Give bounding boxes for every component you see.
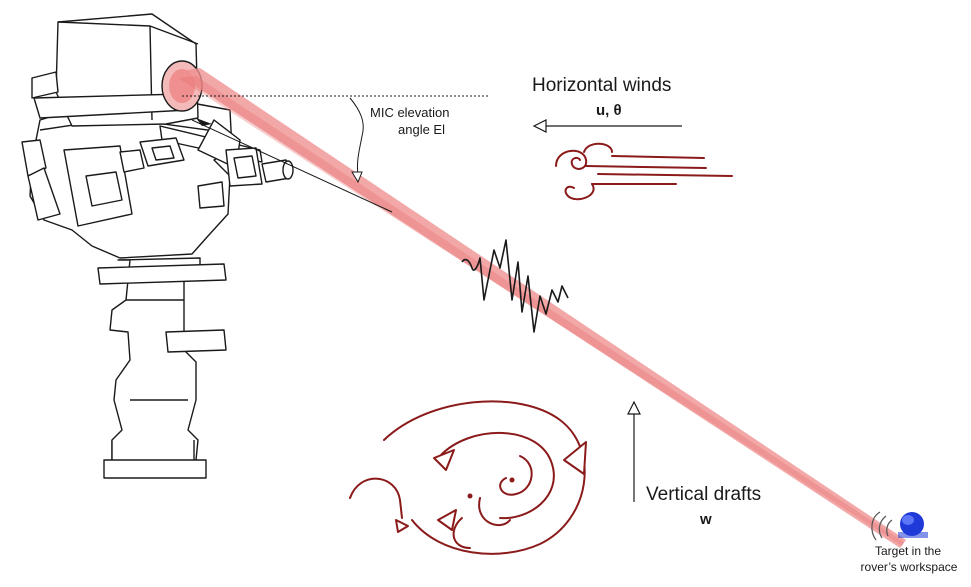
target-label-line2: rover’s workspace [860,560,958,574]
laser-beam-icon [174,68,906,548]
vertical-draft-icon [349,400,586,555]
elevation-angle-lines [182,95,490,213]
mic-elevation-label-line2: angle El [398,122,445,137]
vertical-draft-arrowheads [395,441,587,533]
mic-elevation-label-line1: MIC elevation [370,105,450,120]
vertical-drafts-variable: w [700,511,712,528]
horizontal-winds-label: Horizontal winds [532,75,672,96]
horizontal-wind-arrow [532,119,682,133]
horizontal-wind-icon [555,142,733,201]
vertical-drafts-label: Vertical drafts [646,484,762,505]
target-spark-icon [871,511,928,541]
vertical-draft-arrow [627,400,641,502]
horizontal-winds-variables: u, θ [596,102,622,119]
rover-mast-icon [21,13,294,479]
vertical-draft-dots [467,477,515,499]
acoustic-wave-icon [461,239,569,333]
target-label-line1: Target in the [874,544,942,558]
